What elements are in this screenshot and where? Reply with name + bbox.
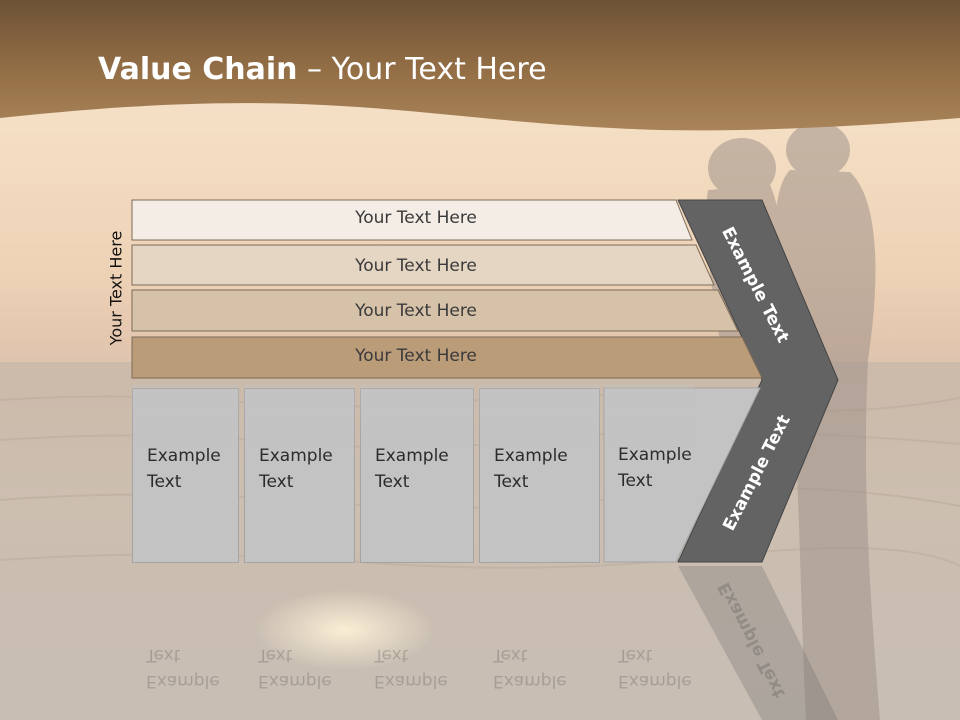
- title-rest: – Your Text Here: [297, 52, 547, 87]
- bar-1-label: Your Text Here: [355, 208, 477, 228]
- chevron-shape: [677, 199, 839, 563]
- bar-2: [131, 244, 715, 286]
- bar-3-label: Your Text Here: [355, 301, 477, 321]
- page-title: Value Chain – Your Text Here: [98, 52, 547, 87]
- bar-3: [131, 289, 739, 332]
- title-bold: Value Chain: [98, 52, 298, 87]
- box-5-shape: [603, 387, 761, 563]
- bar-4: [131, 336, 763, 379]
- bar-4-label: Your Text Here: [355, 346, 477, 366]
- bar-1: [131, 199, 693, 241]
- bar-2-label: Your Text Here: [355, 256, 477, 276]
